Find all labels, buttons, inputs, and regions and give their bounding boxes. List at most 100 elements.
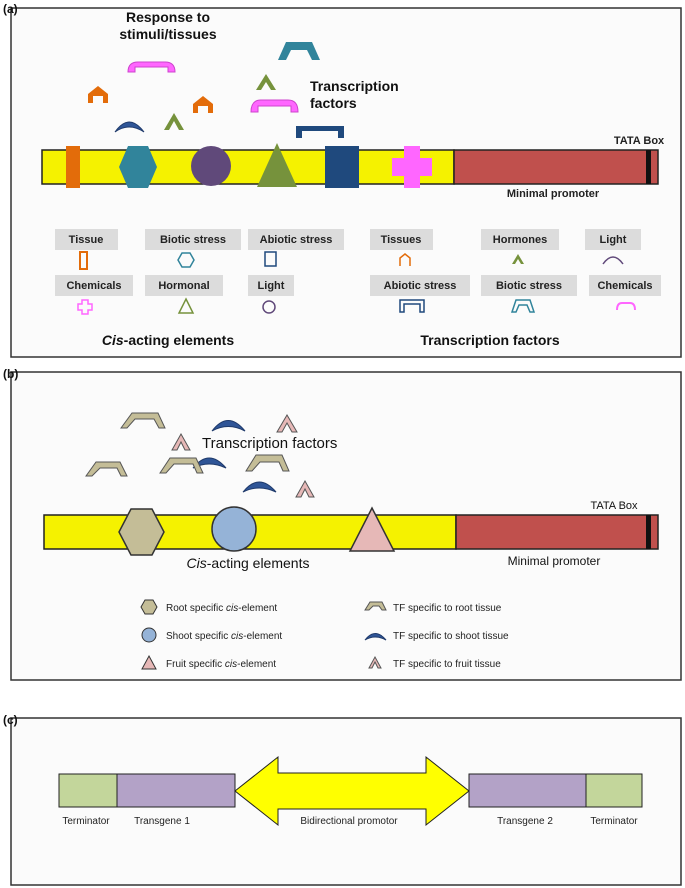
tf-legend-chemicals: Chemicals	[597, 280, 652, 292]
magenta-bracket-icon	[616, 302, 636, 311]
b-legend-chevron-icon	[368, 655, 382, 669]
transgene2-block	[468, 773, 587, 808]
b-fruit-tf2-icon	[171, 432, 191, 451]
transgene2-label: Transgene 2	[497, 816, 553, 827]
trapezoid-icon	[510, 299, 536, 313]
tf-navy-bracket-icon	[296, 126, 344, 138]
tf-green-chevron2-icon	[164, 113, 184, 130]
cross-icon	[77, 299, 93, 315]
terminator-right-label: Terminator	[590, 816, 638, 827]
b-legend-circle-icon	[141, 627, 157, 643]
cis-tissue-rect-icon	[66, 146, 80, 188]
cis-biotic-hexagon-icon	[119, 146, 157, 188]
b-legend-bracket-icon	[364, 601, 387, 611]
minimal-promoter-label: Minimal promoter	[507, 188, 600, 200]
hexagon-icon	[177, 252, 195, 268]
panel-b: (b) Transcription factors TATA Box Minim…	[3, 367, 682, 681]
tf-caption: Transcription factors	[420, 332, 559, 348]
tf-blue-arc-icon	[114, 121, 145, 133]
cis-light-circle-icon	[191, 146, 231, 186]
tf-orange-house2-icon	[193, 96, 213, 113]
b-legend-shoot-pre: Shoot specific	[166, 631, 231, 642]
cis-caption-rest: -acting elements	[124, 332, 235, 348]
terminator-left-block	[58, 773, 118, 808]
tf-legend-biotic: Biotic stress	[496, 280, 562, 292]
cis-legend: Tissue Biotic stress Abiotic stress Chem…	[55, 229, 344, 348]
triangle-icon	[177, 297, 195, 314]
b-root-tf2-icon	[85, 461, 128, 477]
cis-legend-hormonal: Hormonal	[158, 280, 209, 292]
b-shoot-circle-icon	[211, 506, 257, 552]
tf-magenta-bracket2-icon	[250, 99, 299, 113]
b-minimal-promoter-block	[455, 514, 659, 550]
tf-legend-hormones: Hormones	[493, 234, 547, 246]
b-fruit-triangle-icon	[348, 506, 396, 552]
b-root-tf4-icon	[245, 454, 290, 472]
tf-legend-light: Light	[600, 234, 627, 246]
tata-box-label: TATA Box	[614, 135, 665, 147]
transgene1-block	[116, 773, 236, 808]
b-legend: Root specific cis-element Shoot specific…	[140, 599, 509, 670]
b-shoot-tf-icon	[211, 420, 246, 432]
b-cis-caption: Cis-acting elements	[187, 555, 310, 571]
b-tata-box-mark	[646, 515, 651, 549]
b-legend-shoot-post: -element	[243, 631, 282, 642]
b-root-hexagon-icon	[118, 508, 165, 556]
b-legend-root-post: -element	[238, 603, 277, 614]
panel-a: (a) Response to stimuli/tissues Transcri…	[3, 2, 682, 358]
b-legend-triangle-icon	[141, 654, 157, 670]
tf-title-line2: factors	[310, 95, 357, 111]
panel-a-label: (a)	[3, 2, 18, 16]
b-legend-arc-icon	[364, 633, 387, 641]
cis-legend-chemicals: Chemicals	[66, 280, 121, 292]
cis-legend-biotic: Biotic stress	[160, 234, 226, 246]
bidirectional-label: Bidirectional promotor	[300, 816, 398, 827]
minimal-promoter-block	[453, 149, 659, 185]
transgene1-label: Transgene 1	[134, 816, 190, 827]
cis-legend-light: Light	[258, 280, 285, 292]
b-legend-fruit-pre: Fruit specific	[166, 659, 225, 670]
cis-caption-italic: Cis	[102, 332, 124, 348]
tf-magenta-bracket-icon	[127, 61, 176, 73]
b-minimal-promoter-label: Minimal promoter	[508, 554, 601, 568]
panel-c-label: (c)	[3, 713, 18, 727]
b-cis-caption-italic: Cis	[187, 555, 207, 571]
promoter-bar	[41, 149, 455, 185]
b-legend-fruit: Fruit specific cis-element	[166, 659, 276, 670]
tata-box-mark	[646, 150, 651, 184]
b-legend-tf-fruit: TF specific to fruit tissue	[393, 659, 501, 670]
house-icon	[399, 253, 411, 266]
bracket-icon	[399, 299, 425, 313]
circle-icon	[262, 300, 276, 314]
b-tata-box-label: TATA Box	[590, 500, 638, 512]
b-fruit-tf-icon	[276, 414, 298, 433]
b-root-tf3-icon	[159, 457, 204, 474]
cis-abiotic-square-icon	[325, 146, 359, 188]
b-legend-root: Root specific cis-element	[166, 603, 277, 614]
terminator-left-label: Terminator	[62, 816, 110, 827]
b-legend-fruit-ital: cis	[225, 659, 237, 670]
cis-legend-abiotic: Abiotic stress	[260, 234, 333, 246]
response-title-line1: Response to	[126, 9, 210, 25]
chevron-icon	[512, 254, 524, 264]
panel-c: (c) Terminator Transgene 1 Bidirectional…	[3, 713, 682, 886]
tf-legend: Tissues Hormones Light Abiotic stress Bi…	[370, 229, 661, 348]
tf-teal-bracket-icon	[278, 42, 320, 60]
b-legend-root-ital: cis	[226, 603, 238, 614]
b-fruit-tf3-icon	[295, 479, 315, 498]
tf-orange-house-icon	[88, 86, 108, 103]
b-legend-tf-shoot: TF specific to shoot tissue	[393, 631, 509, 642]
cis-hormonal-triangle-icon	[257, 143, 297, 187]
panel-b-label: (b)	[3, 367, 18, 381]
b-cis-caption-rest: -acting elements	[207, 555, 310, 571]
b-tf-title: Transcription factors	[202, 435, 337, 452]
b-legend-root-pre: Root specific	[166, 603, 226, 614]
b-legend-hexagon-icon	[140, 599, 158, 615]
b-shoot-tf2-icon	[192, 457, 227, 469]
tf-title-line1: Transcription	[310, 78, 399, 94]
b-root-tf-icon	[120, 412, 166, 429]
tissue-rect-icon	[79, 251, 88, 270]
b-legend-shoot-ital: cis	[231, 631, 243, 642]
b-legend-tf-root: TF specific to root tissue	[393, 603, 502, 614]
